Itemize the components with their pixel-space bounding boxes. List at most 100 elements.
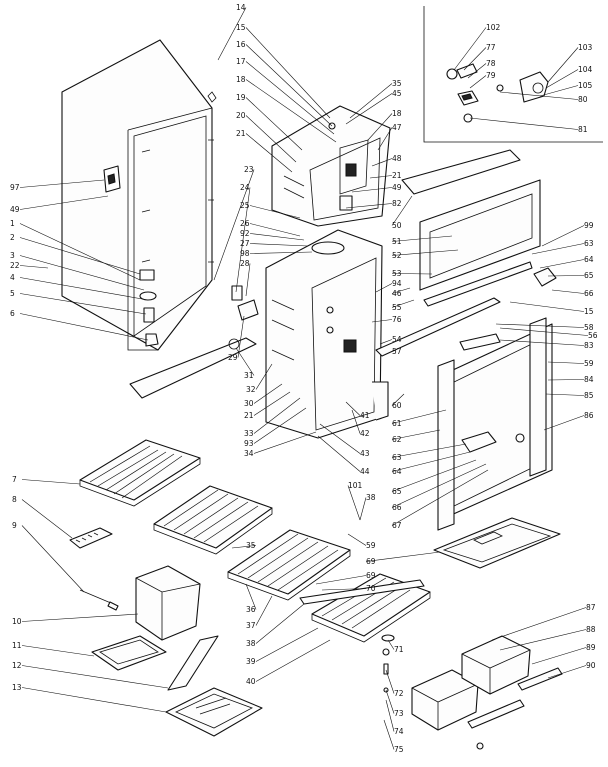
scraper xyxy=(79,589,119,611)
callout-label-c-34: 34 xyxy=(244,449,254,458)
callout-label-c-25: 25 xyxy=(240,201,250,210)
leader-line-c-18b xyxy=(367,113,393,141)
leader-line-c-85 xyxy=(545,393,585,396)
shelf-39 xyxy=(299,573,431,643)
callout-label-c-35b: 35 xyxy=(246,541,256,550)
callout-label-c-27: 27 xyxy=(240,239,250,248)
callout-label-c-28: 28 xyxy=(240,259,250,268)
crisper-cover xyxy=(433,517,561,569)
callout-label-c-22: 22 xyxy=(10,261,20,270)
leader-line-c-47 xyxy=(377,127,393,151)
leader-line-c-48 xyxy=(371,158,393,167)
callout-label-c-71: 71 xyxy=(394,645,404,654)
callout-label-c-84: 84 xyxy=(584,375,594,384)
callout-label-c-74: 74 xyxy=(394,727,404,736)
leader-line-c-30 xyxy=(253,383,283,404)
leader-line-c-94 xyxy=(375,283,393,293)
callout-label-c-94: 94 xyxy=(392,279,402,288)
freezer-door xyxy=(375,149,557,357)
callout-label-c-63a: 63 xyxy=(584,239,594,248)
leader-line-c-101 xyxy=(347,485,361,521)
leader-line-c-65 xyxy=(547,275,585,277)
callout-label-c-43: 43 xyxy=(360,449,370,458)
callout-label-c-81: 81 xyxy=(578,125,588,134)
leader-line-c-61 xyxy=(391,409,447,424)
leader-line-c-77 xyxy=(463,47,487,71)
leader-line-c-34 xyxy=(253,431,317,454)
ice-tray xyxy=(69,527,113,549)
callout-label-c-102: 102 xyxy=(486,23,501,32)
callout-label-c-62: 62 xyxy=(392,435,402,444)
shelf-36 xyxy=(227,529,351,601)
leader-line-c-86 xyxy=(543,415,585,431)
leveling-parts xyxy=(381,634,395,693)
callout-label-c-70: 70 xyxy=(366,584,376,593)
leader-line-c-23 xyxy=(213,169,255,281)
leader-line-c-92 xyxy=(249,233,305,241)
callout-label-c-64: 64 xyxy=(584,255,594,264)
leader-line-c-59b xyxy=(347,533,367,546)
leader-line-c-72 xyxy=(385,669,395,694)
leader-line-c-8 xyxy=(21,499,73,539)
callout-label-c-104: 104 xyxy=(578,65,593,74)
callout-label-c-80: 80 xyxy=(578,95,588,104)
leader-line-c-45 xyxy=(345,93,393,125)
leader-line-c-58 xyxy=(495,323,585,328)
leader-line-c-36 xyxy=(245,583,257,610)
callout-label-c-54: 54 xyxy=(392,335,402,344)
leader-line-c-6 xyxy=(19,313,149,341)
leader-line-c-97 xyxy=(19,179,105,188)
leader-line-c-104 xyxy=(545,69,579,89)
callout-label-c-4: 4 xyxy=(10,273,15,282)
leader-line-c-65b xyxy=(391,459,477,492)
callout-label-c-9: 9 xyxy=(12,521,17,530)
callout-label-c-78: 78 xyxy=(486,59,496,68)
leader-line-c-24 xyxy=(235,187,251,293)
leader-line-c-20 xyxy=(245,115,297,163)
leader-line-c-12 xyxy=(21,665,169,689)
leader-line-c-18 xyxy=(245,79,337,143)
callout-label-c-30: 30 xyxy=(244,399,254,408)
callout-label-c-37: 37 xyxy=(246,621,256,630)
leader-line-c-17 xyxy=(245,61,335,135)
callout-label-c-3: 3 xyxy=(10,251,15,260)
leader-line-c-19 xyxy=(245,97,303,151)
callout-label-c-44: 44 xyxy=(360,467,370,476)
callout-label-c-79: 79 xyxy=(486,71,496,80)
callout-label-c-90: 90 xyxy=(586,661,596,670)
leader-line-c-88 xyxy=(499,629,587,651)
callout-label-c-69b: 69 xyxy=(366,571,376,580)
leader-line-c-56 xyxy=(499,327,589,336)
leader-line-c-73 xyxy=(385,689,395,714)
callout-label-c-59b: 59 xyxy=(366,541,376,550)
leader-line-c-39 xyxy=(255,627,319,662)
leader-line-c-15 xyxy=(245,27,331,119)
fresh-food-door xyxy=(437,317,553,531)
leader-line-c-54 xyxy=(379,339,393,345)
leader-line-c-70 xyxy=(321,588,367,591)
callout-label-c-75: 75 xyxy=(394,745,404,754)
leader-line-c-52 xyxy=(391,249,459,256)
leader-line-c-2 xyxy=(19,237,141,275)
callout-label-c-63b: 63 xyxy=(392,453,402,462)
fresh-food-liner xyxy=(237,229,389,439)
callout-label-c-23: 23 xyxy=(244,165,254,174)
leader-line-c-25 xyxy=(249,205,301,219)
leader-line-c-67 xyxy=(391,469,489,526)
callout-label-c-49: 49 xyxy=(10,205,20,214)
leader-line-c-98 xyxy=(249,251,313,254)
callout-label-c-65b: 65 xyxy=(392,487,402,496)
callout-label-c-10: 10 xyxy=(12,617,22,626)
callout-label-c-20: 20 xyxy=(236,111,246,120)
leader-line-c-50 xyxy=(391,195,413,226)
callout-label-c-15: 15 xyxy=(236,23,246,32)
callout-label-c-49b: 49 xyxy=(392,183,402,192)
callout-label-c-73: 73 xyxy=(394,709,404,718)
leader-line-c-38b xyxy=(359,497,367,521)
leader-line-c-40 xyxy=(255,639,331,682)
callout-label-c-15b: 15 xyxy=(584,307,594,316)
callout-label-c-88: 88 xyxy=(586,625,596,634)
callout-label-c-85: 85 xyxy=(584,391,594,400)
leader-line-c-10 xyxy=(21,613,139,622)
callout-label-c-41: 41 xyxy=(360,411,370,420)
